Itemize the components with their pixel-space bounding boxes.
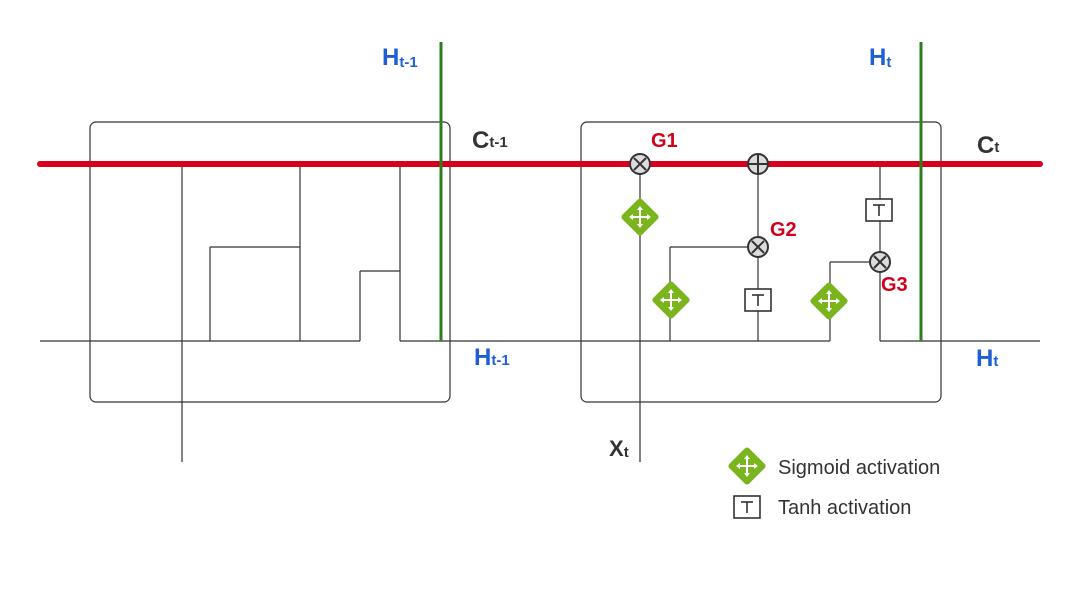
- tanh-icon: [865, 198, 893, 222]
- tanh-legend-icon: [733, 495, 761, 519]
- legend: Sigmoid activation Tanh activation: [726, 445, 940, 519]
- gate-g2-label: G2: [770, 219, 797, 241]
- h-top-label: Ht: [869, 44, 891, 71]
- x-input-label: Xt: [609, 436, 629, 461]
- sigmoid-icon: [619, 196, 661, 238]
- h-mid-label: Ht: [976, 345, 998, 372]
- c-prev-label: Ct-1: [472, 127, 508, 154]
- h-prev-top-label: Ht-1: [382, 44, 418, 71]
- curr-cell-box: [580, 121, 942, 403]
- sigmoid-legend-label: Sigmoid activation: [778, 457, 940, 479]
- multiply-icon: [747, 236, 769, 258]
- c-curr-label: Ct: [977, 132, 999, 159]
- tanh-legend-label: Tanh activation: [778, 497, 911, 519]
- add-icon: [747, 153, 769, 175]
- multiply-icon: [629, 153, 651, 175]
- gate-g3-label: G3: [881, 274, 908, 296]
- sigmoid-legend-icon: [726, 445, 768, 487]
- sigmoid-icon: [650, 279, 692, 321]
- gate-g1-label: G1: [651, 130, 678, 152]
- prev-cell-box: [89, 121, 451, 403]
- prev-cell-wiring: [40, 165, 442, 462]
- h-prev-mid-label: Ht-1: [474, 344, 510, 371]
- tanh-icon: [744, 288, 772, 312]
- sigmoid-icon: [808, 280, 850, 322]
- multiply-icon: [869, 251, 891, 273]
- curr-cell-wiring: [442, 165, 1040, 462]
